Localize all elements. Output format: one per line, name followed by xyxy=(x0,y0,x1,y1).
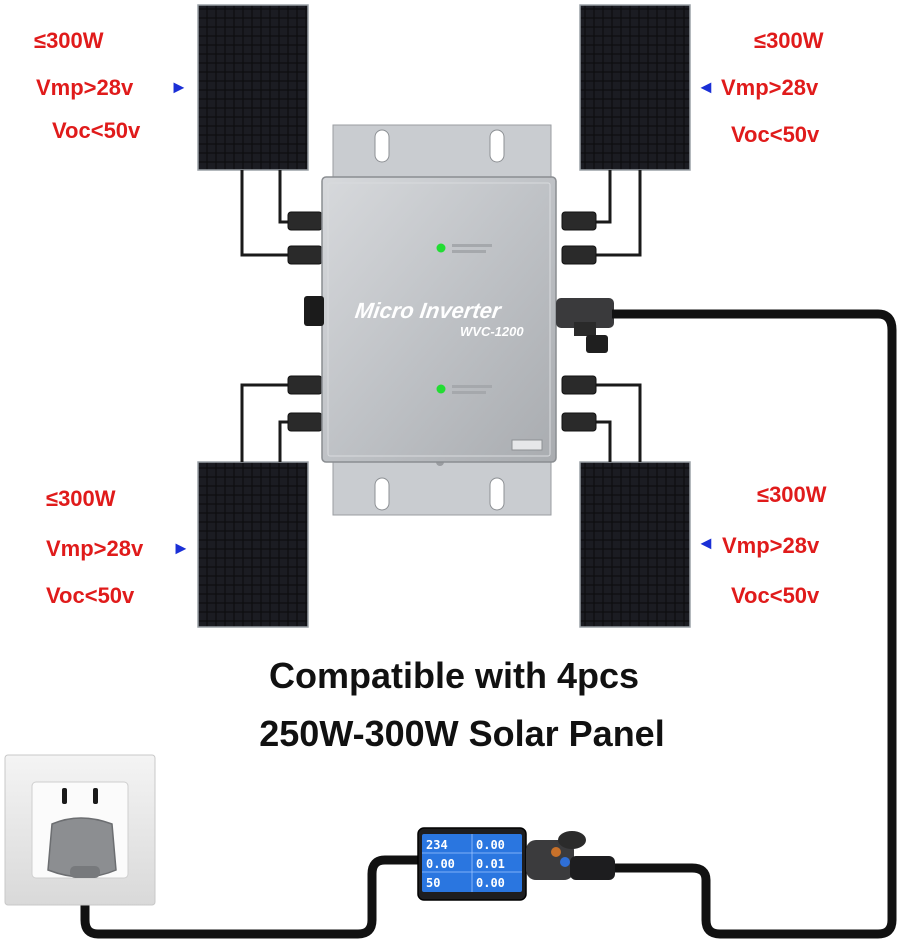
meter-power: 0.00 xyxy=(426,857,455,871)
caption-line-1: Compatible with 4pcs xyxy=(268,655,640,696)
panel-spec-top-right-power: ≤300W xyxy=(754,28,824,53)
micro-inverter: Micro Inverter WVC-1200 xyxy=(304,124,614,516)
solar-panel-bottom-left xyxy=(197,461,309,628)
panel-spec-top-left-voc: Voc<50v xyxy=(52,118,141,143)
plug-cable xyxy=(80,855,420,939)
panel-spec-top-left-vmp: Vmp>28v xyxy=(36,75,134,100)
arrow-left-icon: ◄ xyxy=(697,77,715,97)
panel-spec-bottom-right-voc: Voc<50v xyxy=(731,583,820,608)
panel-spec-bottom-right-power: ≤300W xyxy=(757,482,827,507)
status-led-bottom xyxy=(436,384,446,394)
meter-frequency: 50 xyxy=(426,876,440,890)
power-meter: 234 0.00 0.00 0.01 50 0.00 xyxy=(417,827,615,901)
meter-power-factor: 0.00 xyxy=(476,876,505,890)
meter-voltage: 234 xyxy=(426,838,448,852)
arrow-left-icon: ◄ xyxy=(697,533,715,553)
panel-spec-bottom-left-power: ≤300W xyxy=(46,486,116,511)
ac-output-cable xyxy=(610,309,897,939)
status-led-top xyxy=(436,243,446,253)
panel-spec-top-right-vmp: Vmp>28v xyxy=(721,75,819,100)
meter-current: 0.00 xyxy=(476,838,505,852)
solar-panel-bottom-right xyxy=(579,461,691,628)
arrow-right-icon: ► xyxy=(172,538,190,558)
arrow-right-icon: ► xyxy=(170,77,188,97)
solar-panel-top-left xyxy=(197,4,309,171)
solar-panel-top-right xyxy=(579,4,691,171)
panel-spec-bottom-right-vmp: Vmp>28v xyxy=(722,533,820,558)
wall-socket xyxy=(4,754,156,906)
panel-spec-top-left-power: ≤300W xyxy=(34,28,104,53)
inverter-model: WVC-1200 xyxy=(460,324,524,339)
panel-spec-top-right-voc: Voc<50v xyxy=(731,122,820,147)
meter-energy: 0.01 xyxy=(476,857,505,871)
caption-line-2: 250W-300W Solar Panel xyxy=(259,713,665,754)
panel-spec-bottom-left-voc: Voc<50v xyxy=(46,583,135,608)
inverter-title: Micro Inverter xyxy=(354,298,504,323)
panel-spec-bottom-left-vmp: Vmp>28v xyxy=(46,536,144,561)
power-plug xyxy=(47,817,117,878)
mc4-connectors xyxy=(287,211,597,432)
